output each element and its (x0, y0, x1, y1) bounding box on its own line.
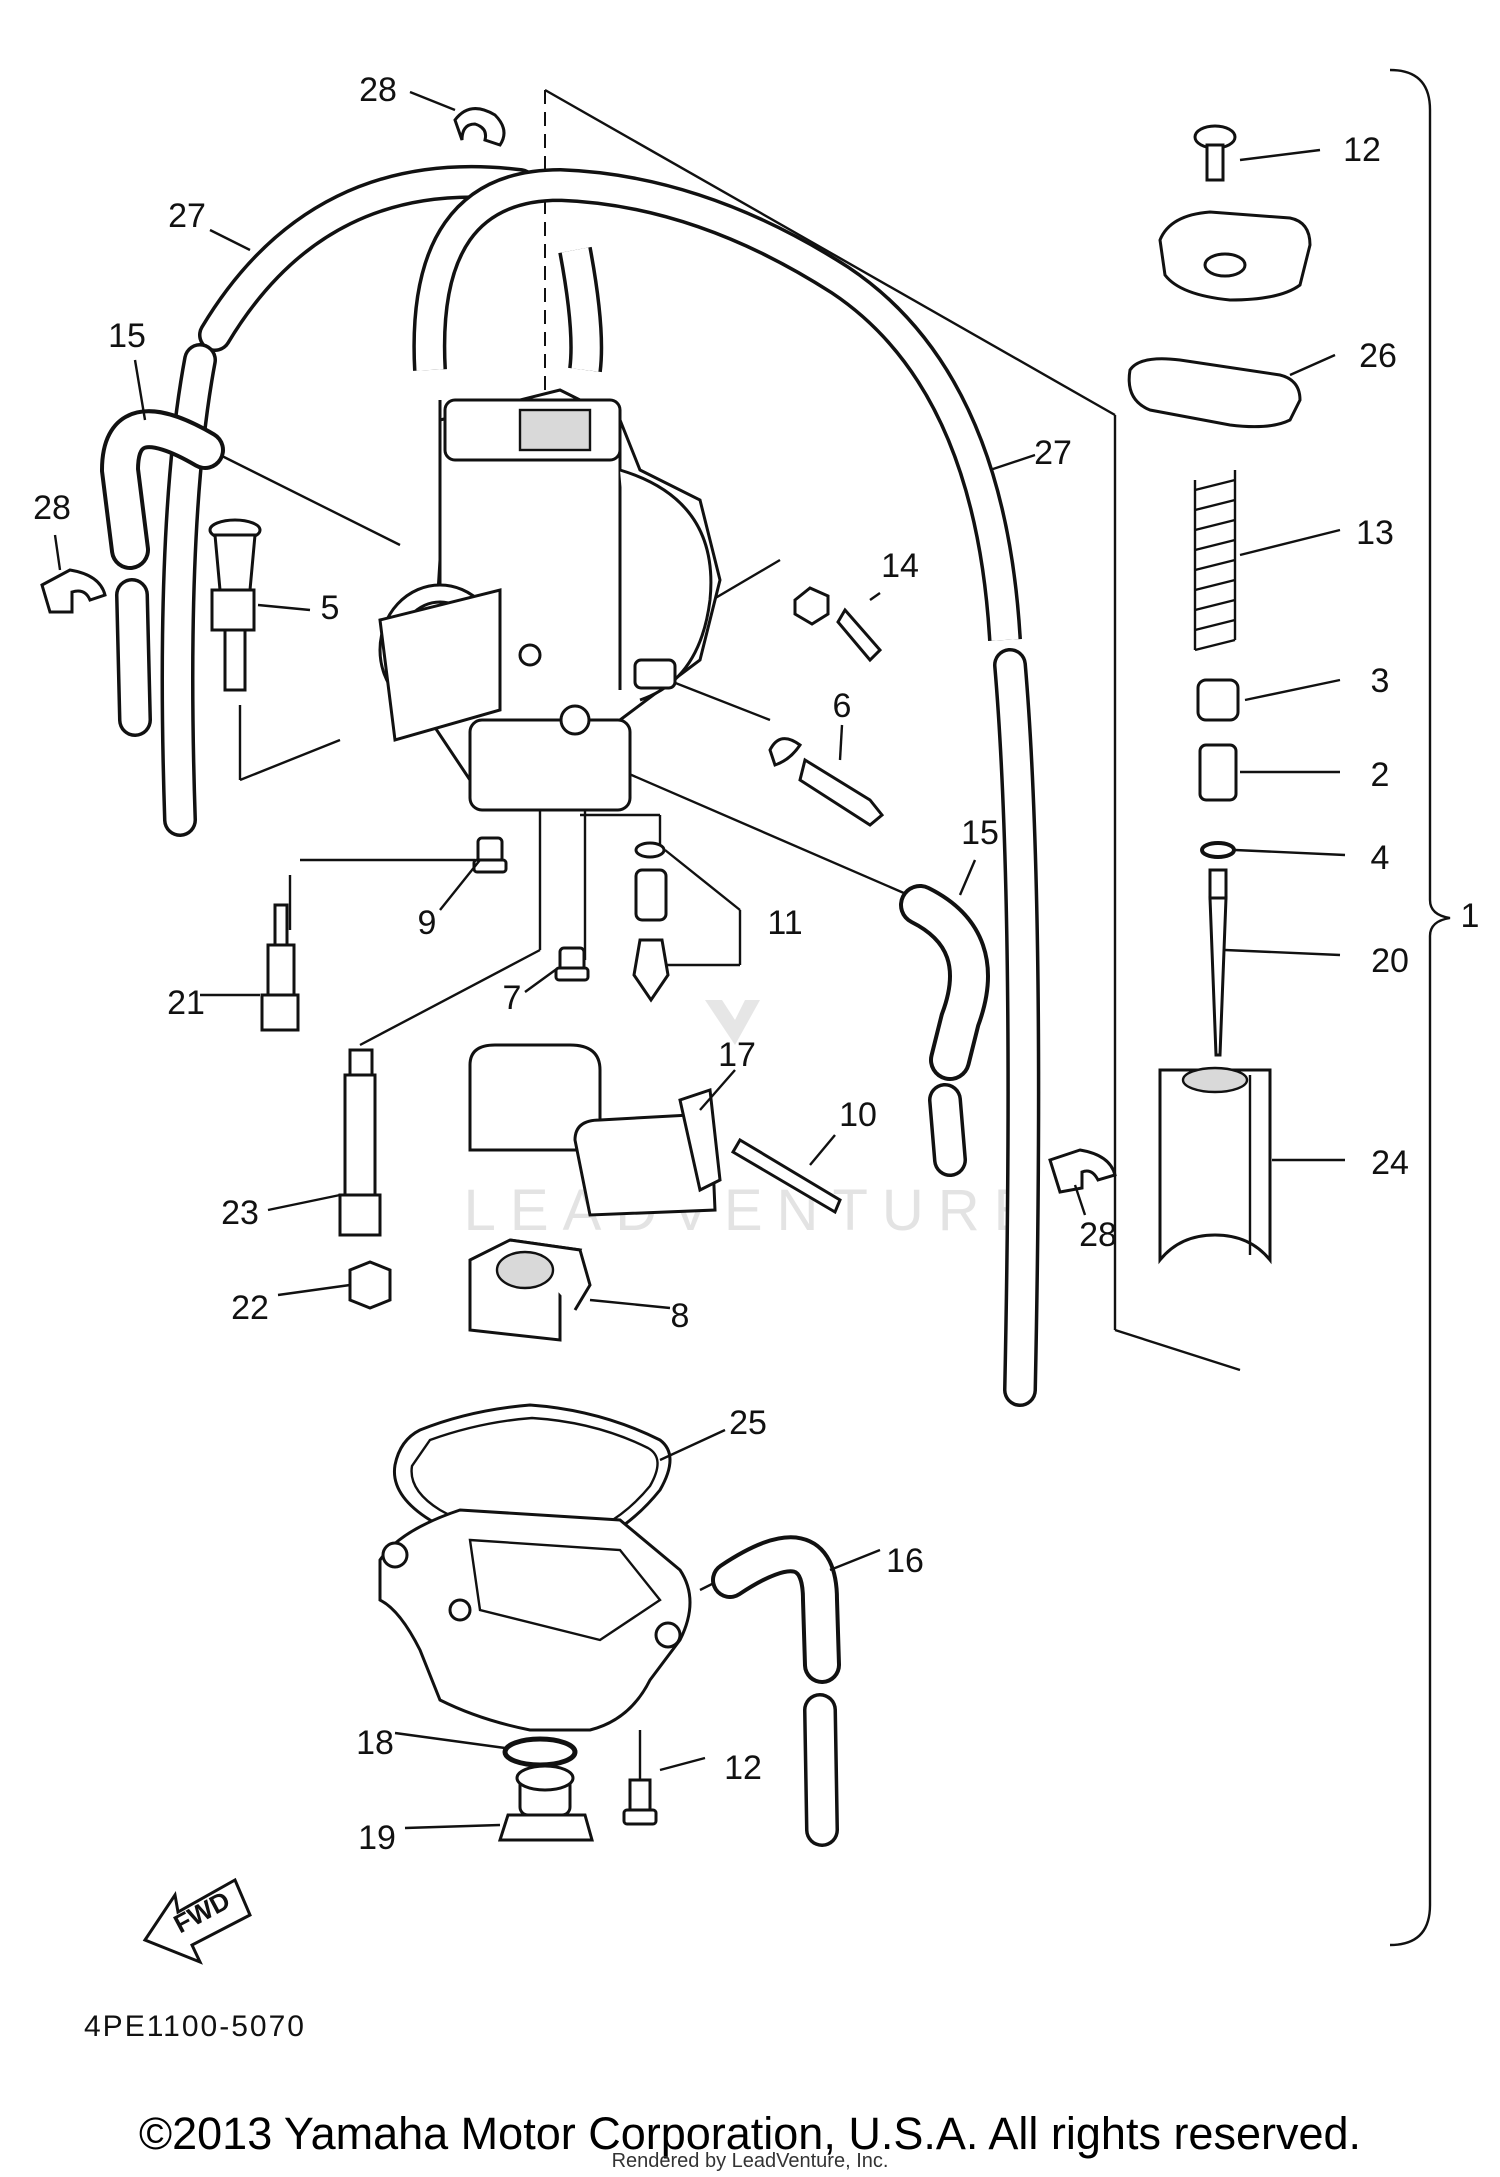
throttle-stop-screw-6 (768, 737, 885, 827)
callout-26: 26 (1359, 337, 1397, 375)
watermark: LEADVENTURE (464, 1000, 1047, 1243)
screw-12-bottom (622, 1778, 658, 1826)
hose-15-right (899, 884, 990, 1177)
float-bowl (378, 1508, 692, 1732)
carburetor-body (378, 388, 722, 812)
carburetor-cap (1158, 210, 1312, 302)
rendered-by-note: Rendered by LeadVenture, Inc. (611, 2150, 889, 2172)
screw-7 (554, 946, 590, 982)
throttle-spring-13 (1193, 470, 1237, 652)
callout-16: 16 (886, 1542, 924, 1580)
callout-24: 24 (1371, 1144, 1409, 1182)
callout-19: 19 (358, 1819, 396, 1857)
callouts: 28 27 15 28 5 14 6 27 12 26 13 3 2 4 20 … (33, 71, 1479, 1857)
hose-15-left (99, 409, 225, 737)
callout-22: 22 (231, 1289, 269, 1327)
hose-16 (711, 1535, 841, 1847)
callout-20: 20 (1371, 942, 1409, 980)
spring-seat-3 (1196, 678, 1240, 722)
float-17 (468, 1043, 722, 1217)
callout-8: 8 (671, 1297, 690, 1335)
pilot-jet-21 (260, 903, 300, 1032)
callout-2: 2 (1371, 756, 1390, 794)
callout-27: 27 (168, 197, 206, 235)
callout-23: 23 (221, 1194, 259, 1232)
copyright-notice: ©2013 Yamaha Motor Corporation, U.S.A. A… (138, 2108, 1362, 2159)
drain-plug-19 (497, 1764, 594, 1842)
callout-3: 3 (1371, 662, 1390, 700)
overflow-hose-long (160, 165, 1041, 1407)
callout-10: 10 (839, 1096, 877, 1134)
callout-6: 6 (833, 687, 852, 725)
clip-28-left (40, 568, 107, 614)
pilot-air-screw-14 (793, 586, 883, 663)
jet-needle-20 (1208, 868, 1228, 1057)
starter-plunger-5 (208, 518, 262, 692)
callout-28: 28 (359, 71, 397, 109)
screw-12-top (1193, 124, 1237, 182)
clip-28-right (1048, 1148, 1117, 1194)
callout-28: 28 (1079, 1216, 1117, 1254)
callout-21: 21 (167, 984, 205, 1022)
callout-18: 18 (356, 1724, 394, 1762)
callout-leaders (53, 90, 1346, 1830)
callout-15: 15 (108, 317, 146, 355)
fwd-arrow-icon: FWD (142, 1877, 252, 1965)
diagram-code: 4PE1100-5070 (84, 2010, 306, 2043)
o-ring-18 (502, 1736, 578, 1768)
callout-14: 14 (881, 547, 919, 585)
screw-9 (472, 836, 508, 874)
callout-5: 5 (321, 589, 340, 627)
needle-holder-2 (1198, 743, 1238, 802)
callout-11: 11 (767, 904, 802, 942)
callout-1: 1 (1461, 897, 1480, 935)
callout-25: 25 (729, 1404, 767, 1442)
callout-9: 9 (418, 904, 437, 942)
assembly-bracket (1389, 68, 1451, 1947)
main-jet-22 (348, 1260, 392, 1310)
callout-7: 7 (503, 979, 522, 1017)
guide-lines (219, 88, 1241, 1780)
callout-13: 13 (1356, 514, 1394, 552)
callout-4: 4 (1371, 839, 1390, 877)
callout-12: 12 (1343, 131, 1381, 169)
callout-17: 17 (718, 1036, 756, 1074)
watermark-text: LEADVENTURE (464, 1178, 1047, 1243)
clip-4 (1200, 841, 1236, 859)
callout-12: 12 (724, 1749, 762, 1787)
callout-28: 28 (33, 489, 71, 527)
float-bracket-8 (468, 1238, 592, 1342)
callout-15: 15 (961, 814, 999, 852)
float-pin-10 (730, 1137, 842, 1215)
callout-27: 27 (1034, 434, 1072, 472)
needle-jet-23 (338, 1048, 382, 1237)
throttle-valve-24 (1158, 1066, 1272, 1265)
cap-gasket-26 (1127, 357, 1302, 429)
needle-valve-11 (632, 841, 670, 1003)
clip-28-top (453, 107, 506, 147)
